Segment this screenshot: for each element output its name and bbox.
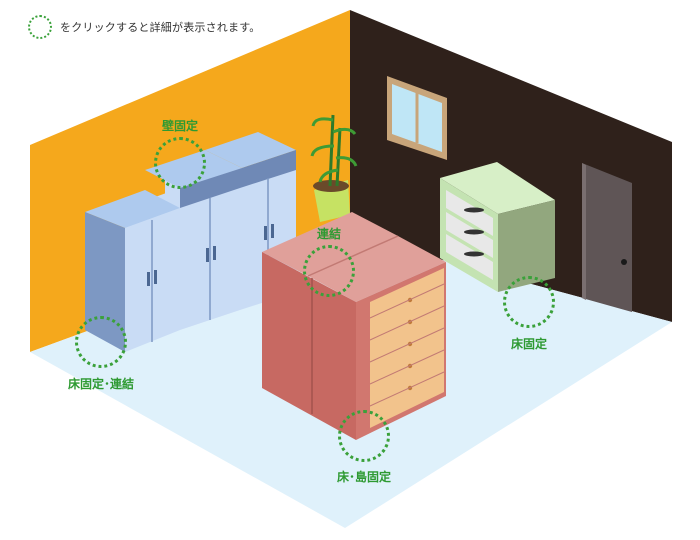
hotspot-label-floor-fix[interactable]: 床固定 [510,337,548,351]
hotspot-label-wall-fix[interactable]: 壁固定 [161,119,199,133]
door-icon [582,163,632,312]
legend-text: をクリックすると詳細が表示されます。 [60,21,261,34]
hotspot-floor-fix[interactable] [503,276,555,328]
pink-cabinet-island [262,212,446,440]
green-chest [440,162,555,292]
hotspot-label-floor-fix-link[interactable]: 床固定･連結 [67,377,135,391]
window-icon [387,76,447,160]
hotspot-link[interactable] [303,245,355,297]
hotspot-floor-island-fix[interactable] [338,410,390,462]
hotspot-floor-fix-link[interactable] [75,316,127,368]
locker-unit [85,132,296,352]
dotted-circle-icon [28,15,52,39]
legend: をクリックすると詳細が表示されます。 [28,14,261,40]
hotspot-label-floor-island-fix[interactable]: 床･島固定 [336,470,392,484]
hotspot-label-link[interactable]: 連結 [316,227,342,241]
plant-icon [310,114,358,222]
hotspot-wall-fix[interactable] [154,137,206,189]
